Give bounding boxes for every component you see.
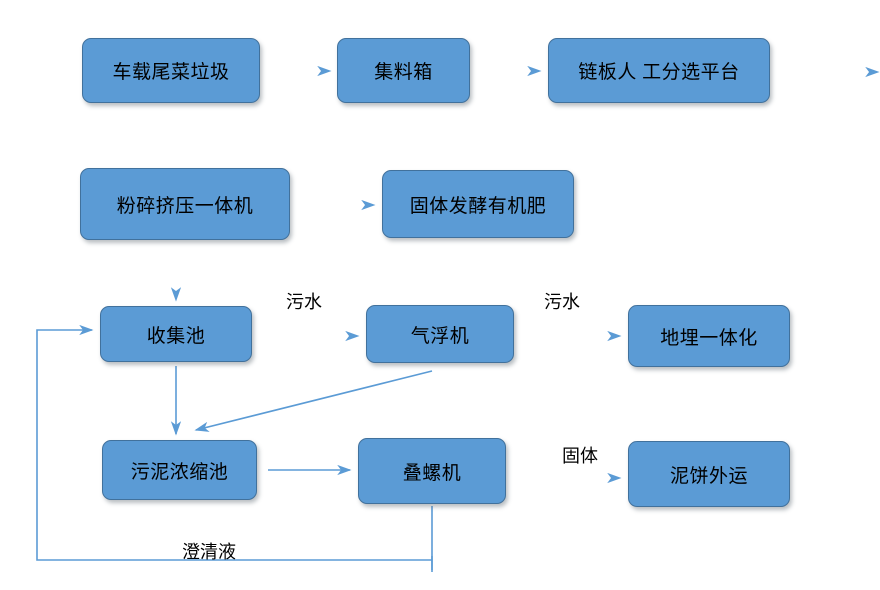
edge-flotation-to-thickener xyxy=(194,370,433,432)
edge-label-clarified-liquid: 澄清液 xyxy=(182,542,236,562)
node-sorting-platform[interactable]: 链板人 工分选平台 xyxy=(548,38,770,103)
node-solid-fertilizer[interactable]: 固体发酵有机肥 xyxy=(382,170,574,238)
node-buried-integrated[interactable]: 地埋一体化 xyxy=(628,305,790,367)
node-crusher-press[interactable]: 粉碎挤压一体机 xyxy=(80,168,290,240)
edge-label-wastewater-2: 污水 xyxy=(544,292,580,312)
node-collection-pool[interactable]: 收集池 xyxy=(100,306,252,362)
node-screw-press[interactable]: 叠螺机 xyxy=(358,438,506,504)
node-vehicle-waste[interactable]: 车载尾菜垃圾 xyxy=(82,38,260,103)
node-flotation-machine[interactable]: 气浮机 xyxy=(366,305,514,363)
edge-label-solid: 固体 xyxy=(562,446,598,466)
node-mud-cake-transport[interactable]: 泥饼外运 xyxy=(628,441,790,507)
node-collection-bin[interactable]: 集料箱 xyxy=(337,38,470,103)
node-sludge-thickener[interactable]: 污泥浓缩池 xyxy=(102,440,257,500)
edge-label-wastewater-1: 污水 xyxy=(286,292,322,312)
